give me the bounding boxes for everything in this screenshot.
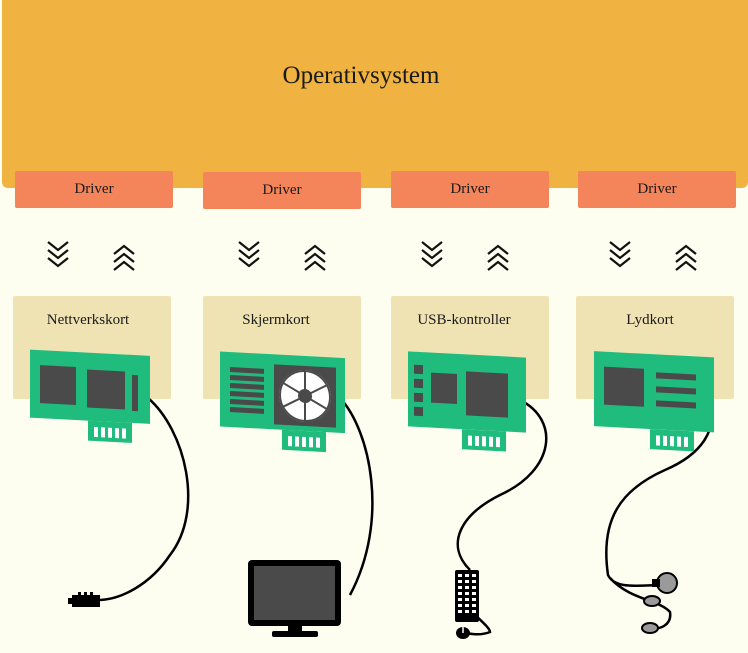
mouse-icon (456, 627, 470, 639)
down-arrow-icon (237, 240, 261, 268)
os-title: Operativsystem (282, 62, 440, 89)
down-arrow-icon (608, 240, 632, 268)
driver-graphics: Driver (203, 172, 361, 209)
up-arrow-icon (674, 244, 698, 272)
graphics-card (220, 351, 345, 453)
driver-usb: Driver (391, 171, 549, 208)
headphones-icon (641, 572, 678, 634)
down-arrow-icon (420, 240, 444, 268)
usb-controller-card (408, 351, 526, 452)
up-arrow-icon (303, 244, 327, 272)
keyboard-icon (455, 570, 479, 622)
sound-card (594, 351, 714, 452)
audio-cable (605, 399, 713, 630)
card-label-sound: Lydkort (626, 312, 674, 328)
monitor-icon (248, 560, 341, 637)
up-arrow-icon (486, 244, 510, 272)
driver-network: Driver (15, 171, 173, 208)
network-card (30, 349, 150, 443)
operating-system-block: Operativsystem (2, 0, 748, 188)
monitor-cable (339, 397, 374, 596)
rj45-connector-icon (68, 592, 100, 607)
network-cable (97, 397, 190, 602)
down-arrow-icon (46, 240, 70, 268)
driver-sound: Driver (578, 171, 736, 208)
card-label-network: Nettverkskort (46, 312, 130, 328)
card-label-usb: USB-kontroller (417, 312, 511, 328)
card-label-graphics: Skjermkort (242, 312, 310, 328)
up-arrow-icon (112, 244, 136, 272)
